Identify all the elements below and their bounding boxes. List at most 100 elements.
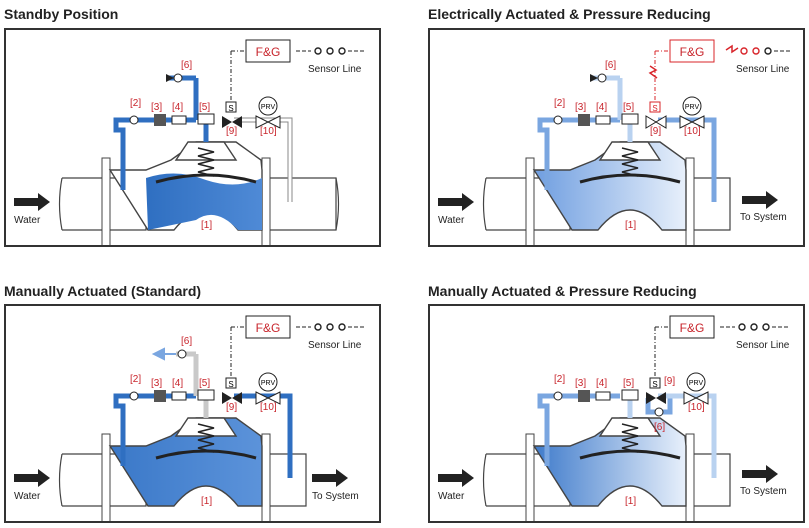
callout-6: [6] bbox=[181, 336, 192, 347]
to-system-label: To System bbox=[740, 486, 787, 497]
solenoid-valve-9 bbox=[222, 116, 242, 128]
sensor-line-label: Sensor Line bbox=[308, 64, 362, 75]
water-label: Water bbox=[14, 491, 41, 502]
fg-box bbox=[669, 315, 715, 339]
prv-pilot-10 bbox=[258, 96, 278, 116]
flow-arrow-icon bbox=[438, 469, 474, 487]
water-label: Water bbox=[438, 215, 465, 226]
flow-out-arrow-icon bbox=[312, 469, 348, 487]
callout-6: [6] bbox=[181, 60, 192, 71]
vent-valve-6 bbox=[173, 73, 183, 83]
prv-label: PRV bbox=[689, 380, 704, 387]
needle-valve-4 bbox=[171, 115, 187, 125]
flow-arrow-icon bbox=[438, 193, 474, 211]
water-label: Water bbox=[14, 215, 41, 226]
prv-label: PRV bbox=[261, 380, 276, 387]
fg-label: F&G bbox=[256, 321, 281, 335]
callout-5: [5] bbox=[199, 102, 210, 113]
diaphragm bbox=[155, 173, 257, 184]
fg-box bbox=[245, 39, 291, 63]
panel-electrical: S PRV [6] [2] [3] [4] [5] [9] [10] [1] F… bbox=[428, 28, 805, 247]
callout-9: [9] bbox=[650, 126, 661, 137]
fg-label: F&G bbox=[256, 45, 281, 59]
panel-title-manual: Manually Actuated (Standard) bbox=[4, 283, 202, 299]
sensor-line-label: Sensor Line bbox=[736, 64, 790, 75]
diagram-electrical: S PRV [6] [2] [3] [4] [5] [9] [10] [1] F… bbox=[438, 39, 792, 245]
callout-1: [1] bbox=[625, 496, 636, 507]
callout-5: [5] bbox=[623, 102, 634, 113]
water-label: Water bbox=[438, 491, 465, 502]
callout-5: [5] bbox=[199, 378, 210, 389]
solenoid-s-label: S bbox=[652, 104, 657, 113]
bonnet bbox=[174, 141, 238, 161]
solenoid-s bbox=[225, 101, 237, 113]
flow-out-arrow-icon bbox=[742, 191, 778, 209]
callout-10: [10] bbox=[260, 402, 277, 413]
callout-4: [4] bbox=[172, 102, 183, 113]
callout-4: [4] bbox=[596, 378, 607, 389]
strainer-3 bbox=[154, 114, 166, 126]
outlet-pipe bbox=[268, 177, 337, 231]
callout-9: [9] bbox=[226, 126, 237, 137]
callout-1: [1] bbox=[201, 496, 212, 507]
to-system-label: To System bbox=[312, 491, 359, 502]
solenoid-s-label: S bbox=[652, 380, 657, 389]
fg-label: F&G bbox=[680, 321, 705, 335]
sensor-signal-line bbox=[230, 50, 244, 100]
panel-manual: S PRV [6] [2] [3] [4] [5] [9] [10] [1] F… bbox=[4, 304, 381, 523]
solenoid-s-label: S bbox=[228, 104, 233, 113]
flow-out-arrow-icon bbox=[742, 465, 778, 483]
diagram-standby: S PRV [6] [2] [3] [4] [5] [9] [10] [1] F… bbox=[14, 39, 366, 245]
sensor-line-label: Sensor Line bbox=[736, 340, 790, 351]
prv-label: PRV bbox=[685, 104, 700, 111]
callout-10: [10] bbox=[260, 126, 277, 137]
callout-4: [4] bbox=[172, 378, 183, 389]
callout-3: [3] bbox=[151, 378, 162, 389]
panel-title-standby: Standby Position bbox=[4, 6, 119, 22]
diagram-manual: S PRV [6] [2] [3] [4] [5] [9] [10] [1] F… bbox=[14, 315, 366, 521]
panel-title-electrical: Electrically Actuated & Pressure Reducin… bbox=[428, 6, 711, 22]
control-tube-inlet bbox=[113, 117, 196, 190]
to-system-label: To System bbox=[740, 212, 787, 223]
fg-label: F&G bbox=[680, 45, 705, 59]
fg-box bbox=[245, 315, 291, 339]
panel-standby: S PRV [6] [2] [3] [4] [5] [9] [10] [1] F… bbox=[4, 28, 381, 247]
callout-9: [9] bbox=[664, 376, 675, 387]
control-tube-inlet bbox=[537, 117, 620, 190]
callout-3: [3] bbox=[575, 378, 586, 389]
pilot-tube-outlet bbox=[658, 117, 717, 202]
solenoid-s-label: S bbox=[228, 380, 233, 389]
panel-title-manual-prv: Manually Actuated & Pressure Reducing bbox=[428, 283, 697, 299]
callout-6: [6] bbox=[605, 60, 616, 71]
lightning-icon-2 bbox=[725, 44, 739, 54]
callout-1: [1] bbox=[201, 220, 212, 231]
spring bbox=[197, 147, 215, 177]
callout-2: [2] bbox=[130, 98, 141, 109]
vent-valve-6 bbox=[654, 407, 664, 417]
callout-10: [10] bbox=[684, 126, 701, 137]
callout-1: [1] bbox=[625, 220, 636, 231]
lightning-icon bbox=[648, 65, 658, 79]
callout-6: [6] bbox=[654, 422, 665, 433]
callout-10: [10] bbox=[688, 402, 705, 413]
callout-2: [2] bbox=[554, 98, 565, 109]
callout-2: [2] bbox=[130, 374, 141, 385]
prv-label: PRV bbox=[261, 104, 276, 111]
callout-3: [3] bbox=[151, 102, 162, 113]
diagram-manual-prv: S PRV [6] [2] [3] [4] [5] [9] [10] [1] F… bbox=[438, 315, 790, 521]
isolation-valve-2 bbox=[129, 115, 139, 125]
valve-chamber-water bbox=[146, 173, 262, 230]
callout-4: [4] bbox=[596, 102, 607, 113]
callout-2: [2] bbox=[554, 374, 565, 385]
callout-9: [9] bbox=[226, 402, 237, 413]
sensor-line-label: Sensor Line bbox=[308, 340, 362, 351]
panel-manual-prv: S PRV [6] [2] [3] [4] [5] [9] [10] [1] F… bbox=[428, 304, 805, 523]
callout-3: [3] bbox=[575, 102, 586, 113]
sensor-node-icon bbox=[314, 47, 322, 55]
tee-5 bbox=[197, 113, 215, 125]
flow-arrow-icon bbox=[14, 469, 50, 487]
callout-5: [5] bbox=[623, 378, 634, 389]
vent-arrow-icon bbox=[151, 347, 176, 361]
sensor-signal-line-alert bbox=[654, 50, 668, 100]
flow-arrow-icon bbox=[14, 193, 50, 211]
